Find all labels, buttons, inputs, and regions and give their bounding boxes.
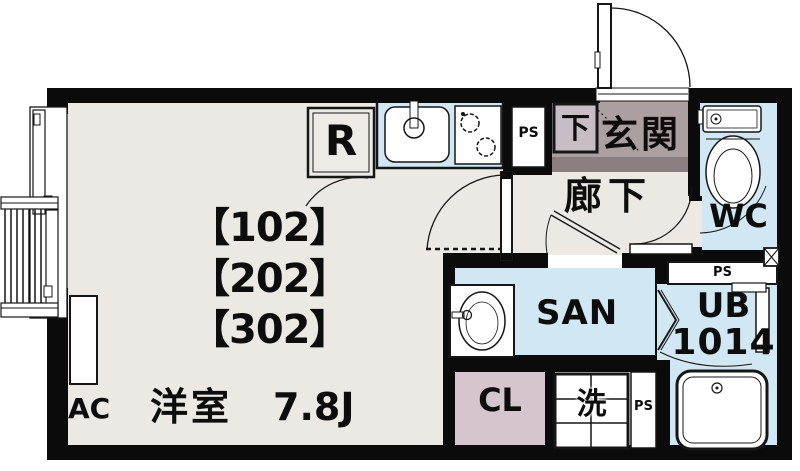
toilet xyxy=(697,105,767,234)
room-name-label: 洋室 xyxy=(150,385,233,429)
refrigerator-label: R xyxy=(324,116,358,165)
room-door xyxy=(426,171,513,261)
wc-label: WC xyxy=(709,197,768,235)
ps-utility-box xyxy=(630,371,657,449)
refrigerator-door-arc xyxy=(305,176,369,207)
window-handle-3 xyxy=(43,285,53,298)
room-size-label: 7.8J xyxy=(273,385,355,429)
sanitary-door xyxy=(545,210,621,254)
bath-size-label: 1014 xyxy=(671,322,776,363)
wall-hall-san-left xyxy=(443,253,548,268)
toilet-tank xyxy=(702,105,762,133)
shoe-cabinet-box xyxy=(552,102,599,154)
hallway-floor xyxy=(443,168,690,255)
wall-top-left xyxy=(47,88,600,103)
wall-top-right xyxy=(688,88,792,103)
wall-entrance-wc xyxy=(688,103,700,196)
refrigerator-inner xyxy=(312,112,370,173)
ps-kitchen-box xyxy=(511,106,546,168)
doors xyxy=(426,3,753,367)
bath-label: UB xyxy=(696,286,751,326)
toilet-bowl xyxy=(705,135,761,209)
kitchen-faucet xyxy=(409,100,419,129)
ac-unit xyxy=(69,295,98,385)
toilet-lid-arc xyxy=(699,185,767,234)
unit-number: 【302】 xyxy=(190,307,349,353)
ps-utility-label: PS xyxy=(634,399,653,414)
burner-2 xyxy=(476,137,496,157)
window-sash-upper xyxy=(32,109,46,215)
closet-label: CL xyxy=(478,381,522,419)
wc-door-frame-top xyxy=(689,196,702,201)
wall-san-divider xyxy=(443,355,655,372)
bath-folding-door xyxy=(657,289,753,367)
entrance-step xyxy=(552,157,700,172)
unit-number: 【202】 xyxy=(190,256,349,302)
railing-bars xyxy=(4,209,42,303)
sanitary-label: SAN xyxy=(536,293,619,333)
wc-door-opening xyxy=(689,196,702,252)
wall-wc-bottom xyxy=(690,250,777,264)
ps-shaft-label: PS xyxy=(713,265,732,280)
burner-1 xyxy=(460,113,480,133)
wall-right xyxy=(777,88,792,460)
ac-label: AC xyxy=(68,392,111,425)
laundry-label: 洗 xyxy=(576,387,607,422)
window-handle-1 xyxy=(33,113,41,126)
wall-bottom xyxy=(47,445,792,460)
bath-counter xyxy=(731,282,767,293)
ps-shaft-box xyxy=(667,261,778,285)
unit-number: 【102】 xyxy=(190,205,349,251)
window-sash-lower xyxy=(45,209,59,317)
entrance-door xyxy=(594,3,691,89)
bathtub xyxy=(675,369,769,451)
wall-closet-right xyxy=(545,360,555,445)
refrigerator-box xyxy=(306,106,376,179)
laundry-pan xyxy=(553,372,630,450)
hallway-label: 廊下 xyxy=(564,174,653,218)
shoe-cabinet-label: 下 xyxy=(560,111,590,145)
washbasin xyxy=(449,284,515,358)
wall-left-bottom xyxy=(47,288,68,460)
wc-door-frame-bottom xyxy=(689,247,702,252)
balcony-window xyxy=(0,106,68,319)
unit-numbers: 【102】 【202】 【302】 xyxy=(190,203,349,356)
entrance-label: 玄関 xyxy=(601,113,681,156)
closet-floor xyxy=(455,372,545,445)
railing-bottom xyxy=(0,302,59,318)
vent-box xyxy=(763,247,780,267)
ps-kitchen-label: PS xyxy=(518,125,539,141)
fixtures xyxy=(69,100,780,451)
wc-door xyxy=(629,185,693,255)
